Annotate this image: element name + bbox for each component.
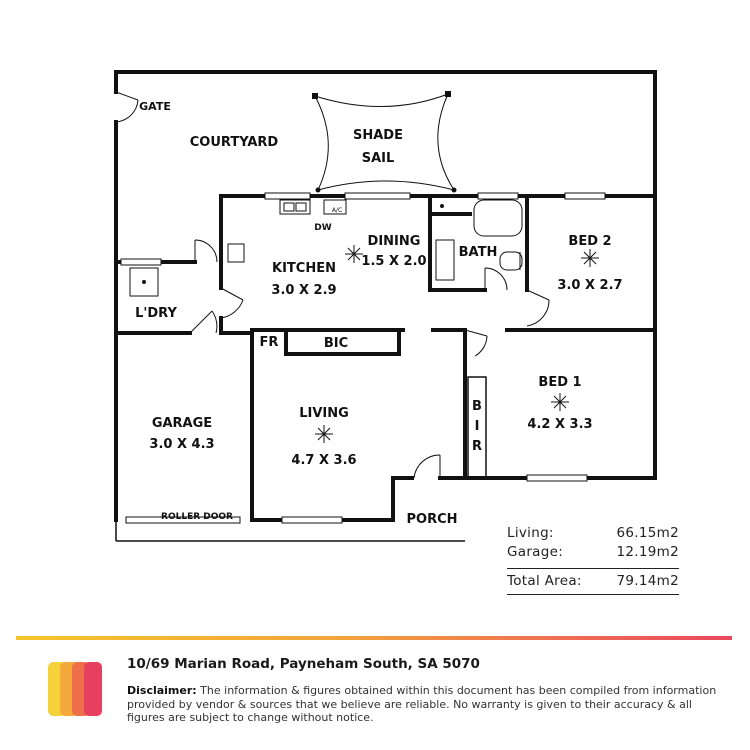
- disclaimer-text: Disclaimer: The information & figures ob…: [127, 684, 727, 725]
- fixtures: [129, 199, 523, 297]
- shade-sail-shape: [312, 91, 457, 193]
- garage-label: GARAGE: [152, 416, 212, 431]
- bed1-label: BED 1: [538, 375, 581, 390]
- area-row-garage: Garage: 12.19m2: [507, 543, 679, 562]
- floor-plan: GATE COURTYARD SHADE SAIL A/C DW DINING …: [114, 70, 657, 542]
- area-living-label: Living:: [507, 525, 554, 541]
- area-summary: Living: 66.15m2 Garage: 12.19m2 Total Ar…: [507, 524, 679, 595]
- doors: [189, 239, 550, 479]
- shade-sail-label-1: SHADE: [353, 128, 403, 143]
- light-icon-dining: [345, 245, 363, 263]
- light-icon-bed1: [551, 393, 569, 411]
- area-row-total: Total Area: 79.14m2: [507, 568, 679, 595]
- house-walls: [114, 194, 657, 522]
- light-icon-living: [315, 425, 333, 443]
- brand-logo: [48, 662, 102, 716]
- ac-label: A/C: [332, 207, 342, 214]
- dining-label: DINING: [368, 234, 421, 249]
- bic-label: BIC: [324, 336, 348, 351]
- bath-label: BATH: [459, 245, 498, 260]
- light-fixtures: [315, 245, 599, 443]
- living-label: LIVING: [299, 406, 349, 421]
- bed1-size: 4.2 X 3.3: [527, 417, 592, 432]
- living-size: 4.7 X 3.6: [291, 453, 356, 468]
- porch-label: PORCH: [406, 512, 457, 527]
- area-row-living: Living: 66.15m2: [507, 524, 679, 543]
- fr-label: FR: [260, 335, 279, 350]
- bir-label-r: R: [472, 439, 482, 454]
- bir-label-b: B: [472, 399, 482, 414]
- footer-gradient-divider: [16, 636, 732, 640]
- disclaimer-body: The information & figures obtained withi…: [127, 684, 717, 724]
- gate-label: GATE: [139, 100, 171, 113]
- roller-door-label: ROLLER DOOR: [161, 512, 233, 522]
- property-address: 10/69 Marian Road, Payneham South, SA 50…: [127, 656, 480, 672]
- area-total-value: 79.14m2: [616, 573, 679, 589]
- area-total-label: Total Area:: [507, 573, 582, 589]
- gate-door: [115, 91, 139, 123]
- windows: [120, 192, 606, 524]
- light-icon-bed2: [581, 249, 599, 267]
- laundry-label: L'DRY: [135, 306, 177, 321]
- shade-sail-label-2: SAIL: [362, 151, 395, 166]
- bed2-size: 3.0 X 2.7: [557, 278, 622, 293]
- bir-label-i: I: [475, 419, 480, 434]
- dw-label: DW: [314, 223, 331, 233]
- disclaimer-label: Disclaimer:: [127, 684, 197, 697]
- area-living-value: 66.15m2: [616, 525, 679, 541]
- garage-size: 3.0 X 4.3: [149, 437, 214, 452]
- area-garage-label: Garage:: [507, 544, 564, 560]
- kitchen-size: 3.0 X 2.9: [271, 283, 336, 298]
- dining-size: 1.5 X 2.0: [361, 254, 426, 269]
- kitchen-label: KITCHEN: [272, 261, 336, 276]
- logo-bar-4: [84, 662, 102, 716]
- bed2-label: BED 2: [568, 234, 611, 249]
- area-garage-value: 12.19m2: [616, 544, 679, 560]
- courtyard-label: COURTYARD: [190, 135, 279, 150]
